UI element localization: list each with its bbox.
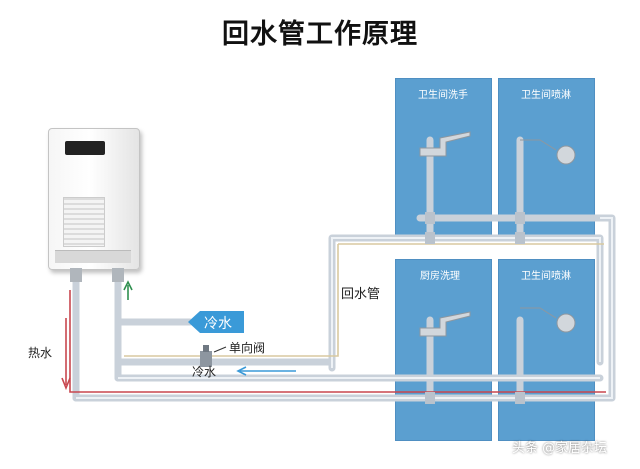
shower-arm-icon	[520, 307, 557, 319]
shower-arm-icon	[520, 139, 557, 151]
green-arrowhead	[123, 280, 133, 291]
panel-label: 卫生间洗手	[418, 90, 468, 101]
panel-label: 厨房洗理	[420, 271, 460, 282]
hot-water-arrowhead	[61, 377, 71, 391]
panel-kitchen-sink: 厨房洗理	[395, 259, 492, 441]
water-heater	[48, 128, 140, 270]
panel-label: 卫生间喷淋	[521, 271, 571, 282]
check-valve	[200, 345, 227, 367]
pipe-highlights	[76, 217, 613, 399]
cold-water-arrow-label: 冷水	[204, 316, 232, 332]
heater-valves	[70, 268, 124, 282]
panel-bathroom-washbasin: 卫生间洗手	[395, 78, 492, 241]
pipe-fittings	[425, 212, 525, 404]
fixtures	[419, 131, 576, 337]
cold-water-arrow-shape	[188, 311, 244, 333]
panel-label: 卫生间喷淋	[521, 90, 571, 101]
watermark: 头条 @家居杂坛	[512, 441, 608, 456]
shower-head-icon	[556, 313, 576, 333]
diagram-title: 回水管工作原理	[222, 19, 418, 50]
faucet-icon	[419, 131, 471, 157]
panel-bathroom-shower-top: 卫生间喷淋	[498, 78, 595, 241]
panel-bathroom-shower-bottom: 卫生间喷淋	[498, 259, 595, 441]
check-valve-label: 单向阀	[229, 341, 266, 355]
heater-display	[65, 141, 105, 155]
return-pipe-label: 回水管	[341, 287, 381, 302]
faucet-icon	[419, 311, 471, 337]
cold-water-label: 冷水	[192, 365, 217, 379]
shower-head-icon	[556, 145, 576, 165]
return-flow-line-lower	[124, 244, 339, 357]
cold-flow-arrowhead	[236, 366, 247, 376]
heater-base	[55, 250, 131, 263]
hot-water-label: 热水	[28, 346, 53, 360]
heater-label-sticker	[63, 197, 105, 247]
return-pipe-upper	[328, 234, 604, 372]
pipes	[72, 136, 616, 402]
